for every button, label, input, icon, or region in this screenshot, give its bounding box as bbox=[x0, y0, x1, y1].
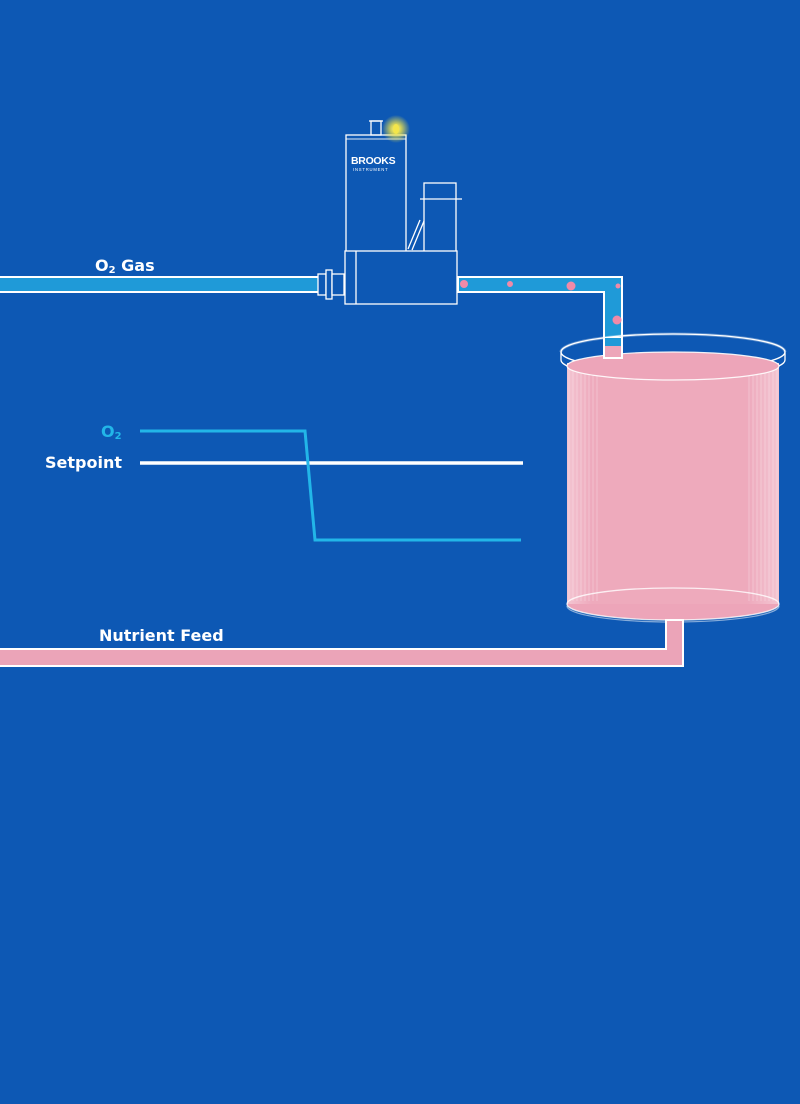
gas-bubble bbox=[615, 283, 621, 289]
setpoint-label: Setpoint bbox=[45, 453, 122, 472]
mass-flow-controller-icon bbox=[344, 120, 462, 305]
o2-gas-pipe bbox=[0, 276, 321, 293]
gas-bubble bbox=[612, 315, 622, 325]
brand-logo-sub: INSTRUMENT bbox=[353, 167, 388, 172]
nutrient-feed-pipe bbox=[0, 619, 684, 667]
pipe-fitting bbox=[317, 269, 345, 300]
nutrient-feed-label: Nutrient Feed bbox=[99, 626, 224, 645]
bioreactor-tank-icon bbox=[559, 332, 787, 623]
gas-bubble bbox=[566, 281, 576, 291]
status-led-icon bbox=[382, 115, 410, 143]
gas-bubble bbox=[507, 281, 513, 287]
o2-gas-label: O2 Gas bbox=[95, 256, 155, 276]
gas-bubble bbox=[460, 280, 468, 288]
o2-trace-label: O2 bbox=[101, 422, 122, 442]
o2-outlet-pipe bbox=[457, 276, 623, 358]
brand-logo: BROOKS bbox=[351, 155, 396, 167]
o2-line bbox=[140, 429, 521, 542]
tank-inlet-gas bbox=[605, 338, 621, 346]
o2-setpoint-trace bbox=[140, 429, 523, 542]
